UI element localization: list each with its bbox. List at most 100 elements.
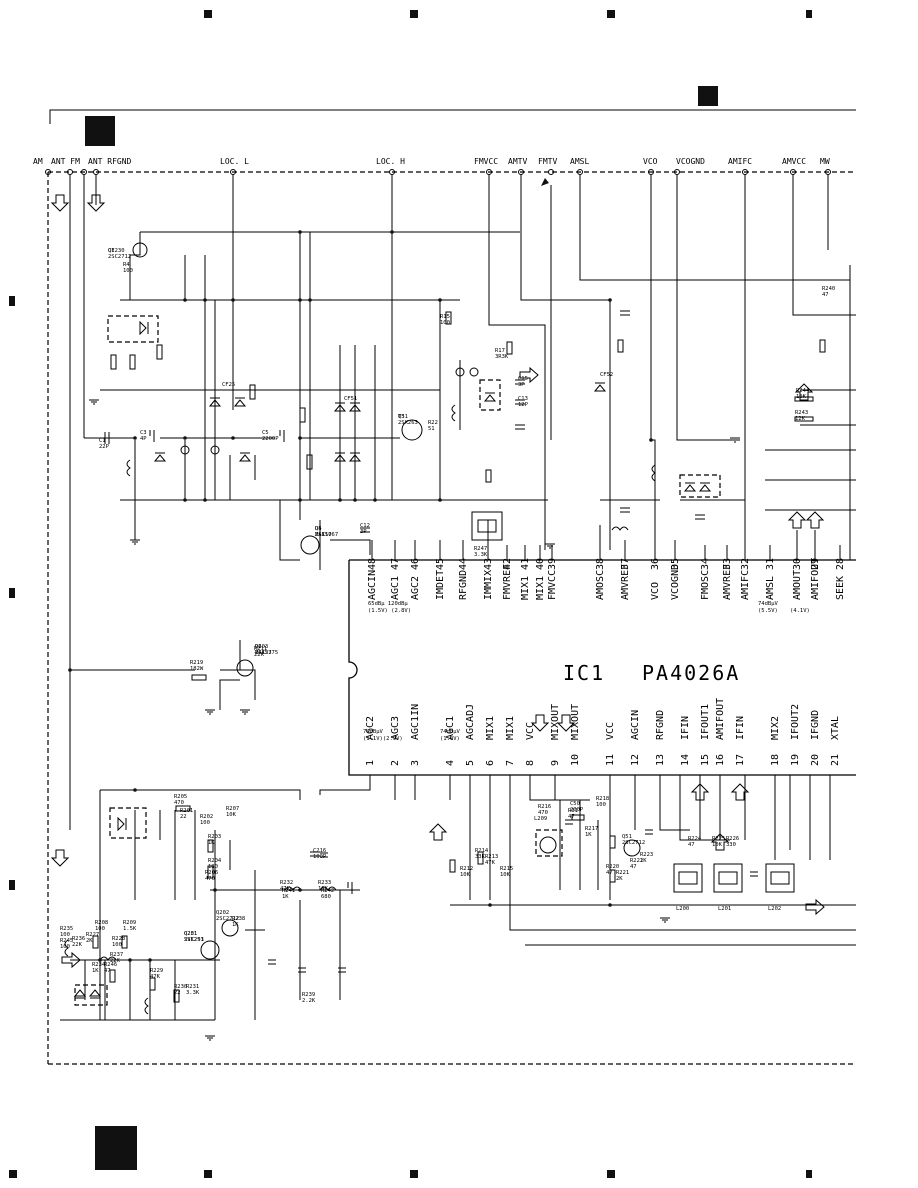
connector-label: VCO bbox=[643, 157, 658, 166]
component-value: 100 bbox=[596, 802, 606, 808]
component-value: 22P bbox=[99, 444, 110, 450]
capacitor bbox=[268, 959, 276, 965]
component-ref: R212 bbox=[460, 866, 473, 872]
terminal bbox=[45, 169, 51, 175]
ic1-pin-number: 5 bbox=[465, 760, 476, 766]
component-ref: Q3 bbox=[398, 414, 405, 420]
component-ref: R235 bbox=[60, 926, 73, 932]
component-value: 10K bbox=[460, 872, 471, 878]
filter-element bbox=[770, 871, 790, 885]
ic1-pin-number: 32 bbox=[740, 558, 751, 570]
diodes bbox=[73, 315, 721, 1006]
ic1-pin-name: IFGND bbox=[810, 710, 821, 740]
component-ref: R239 bbox=[302, 992, 315, 998]
arrow-down-icon bbox=[556, 714, 576, 732]
resistor bbox=[110, 354, 117, 370]
component-ref: R226 bbox=[726, 836, 739, 842]
transistor-q5 bbox=[300, 535, 320, 555]
resistor bbox=[794, 416, 814, 422]
wire bbox=[765, 449, 856, 511]
resistor bbox=[173, 989, 180, 1003]
terminal bbox=[67, 169, 73, 175]
component-value: 470 bbox=[205, 876, 215, 882]
component-value: 3P bbox=[518, 382, 525, 388]
inductor bbox=[651, 464, 656, 482]
diode bbox=[683, 482, 697, 492]
resistor bbox=[617, 339, 624, 353]
component-value: 2SK263 bbox=[398, 420, 418, 426]
diode-pack-outline bbox=[107, 315, 159, 343]
component-value: 2200P bbox=[262, 436, 279, 442]
ic1-pin-name: AGC2 bbox=[410, 576, 421, 600]
ic1-pin-name: AMSL bbox=[765, 576, 776, 600]
ic1-pin-number: 17 bbox=[735, 754, 746, 766]
diode-pack-outline bbox=[74, 984, 108, 1006]
wire bbox=[229, 455, 256, 500]
component-value: 2.2K bbox=[302, 998, 316, 1004]
capacitor bbox=[104, 432, 110, 444]
transistors bbox=[132, 242, 641, 960]
inductor bbox=[126, 459, 131, 477]
passive-components bbox=[64, 310, 826, 1015]
resistor bbox=[207, 839, 214, 853]
component-value: 51 bbox=[428, 426, 435, 432]
arrow-up-icon bbox=[730, 783, 750, 801]
ic1-pin-number: 18 bbox=[770, 754, 781, 766]
diode bbox=[593, 382, 607, 392]
component-ref: R215 bbox=[500, 866, 513, 872]
component-ref: R4 bbox=[123, 262, 130, 268]
ic1-pin-number: 39 bbox=[547, 558, 558, 570]
component-value: 47 bbox=[688, 842, 695, 848]
diode bbox=[238, 452, 252, 462]
component-label: T51 bbox=[398, 414, 408, 420]
component-value: 100 bbox=[112, 942, 122, 948]
inductor bbox=[284, 886, 302, 891]
component-ref: C50 bbox=[570, 801, 580, 807]
connector-label: LOC. H bbox=[376, 157, 405, 166]
component-value: 100P bbox=[313, 854, 327, 860]
ic1-note: (4.1V) bbox=[790, 608, 810, 614]
fmtv-marker-icon bbox=[541, 178, 549, 186]
ic1-pin-name: IMMIX bbox=[483, 570, 494, 600]
connector-label: AMTV bbox=[508, 157, 527, 166]
component-ref: R17 bbox=[495, 348, 505, 354]
component-value: 470 bbox=[174, 800, 184, 806]
resistor bbox=[571, 814, 585, 821]
component-ref: R219 bbox=[190, 660, 203, 666]
component-ref: R224 bbox=[688, 836, 702, 842]
resistor bbox=[121, 935, 128, 949]
capacitor bbox=[149, 430, 155, 442]
ic1-pin-number: 16 bbox=[715, 754, 726, 766]
component-value: 12P bbox=[518, 402, 529, 408]
ic1-pin-name: AMVREF bbox=[620, 564, 631, 600]
registration-mark bbox=[9, 880, 15, 890]
wire bbox=[634, 775, 730, 841]
arrow-up-icon bbox=[428, 823, 448, 841]
component-value: MA157 bbox=[315, 532, 332, 538]
registration-mark bbox=[9, 296, 15, 306]
wire bbox=[439, 300, 461, 500]
terminal bbox=[825, 169, 831, 175]
component-ref: R204 bbox=[208, 858, 222, 864]
capacitor bbox=[347, 882, 353, 894]
ic1-pin-name: AGCIN bbox=[367, 570, 378, 600]
